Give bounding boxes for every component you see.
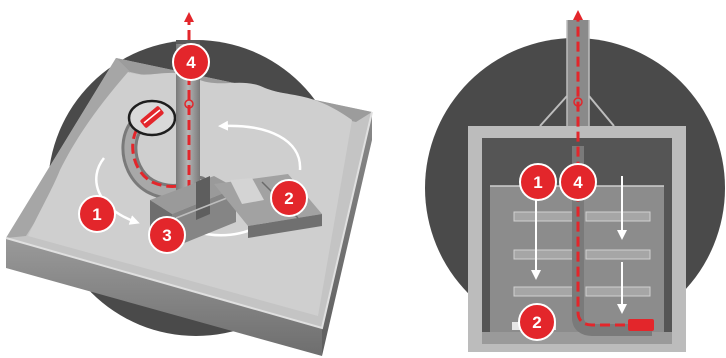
right-marker-outlet: 4 — [560, 164, 596, 200]
pump-fin — [196, 176, 210, 220]
shelf-4 — [586, 250, 650, 259]
right-marker-flow-label: 1 — [533, 173, 542, 192]
right-marker-outlet-label: 4 — [573, 173, 583, 192]
shelf-5 — [514, 287, 578, 296]
left-diagram: 1 2 3 4 — [6, 16, 372, 356]
intake-detail — [129, 101, 175, 135]
marker-intake: 1 — [79, 196, 115, 232]
marker-pump: 3 — [149, 217, 185, 253]
right-marker-flow: 1 — [520, 164, 556, 200]
shelf-2 — [586, 212, 650, 221]
shelf-3 — [514, 250, 578, 259]
right-diagram: 1 4 2 — [425, 14, 725, 352]
riser-pipe — [176, 16, 200, 196]
right-marker-inlet: 2 — [519, 304, 555, 340]
marker-outlet: 4 — [173, 44, 209, 80]
right-marker-inlet-label: 2 — [532, 313, 541, 332]
marker-intake-label: 1 — [92, 205, 101, 224]
marker-outlet-label: 4 — [186, 53, 196, 72]
shelf-1 — [514, 212, 578, 221]
marker-pump-label: 3 — [162, 226, 171, 245]
marker-inlet: 2 — [271, 180, 307, 216]
marker-inlet-label: 2 — [284, 189, 293, 208]
shelf-6 — [586, 287, 650, 296]
